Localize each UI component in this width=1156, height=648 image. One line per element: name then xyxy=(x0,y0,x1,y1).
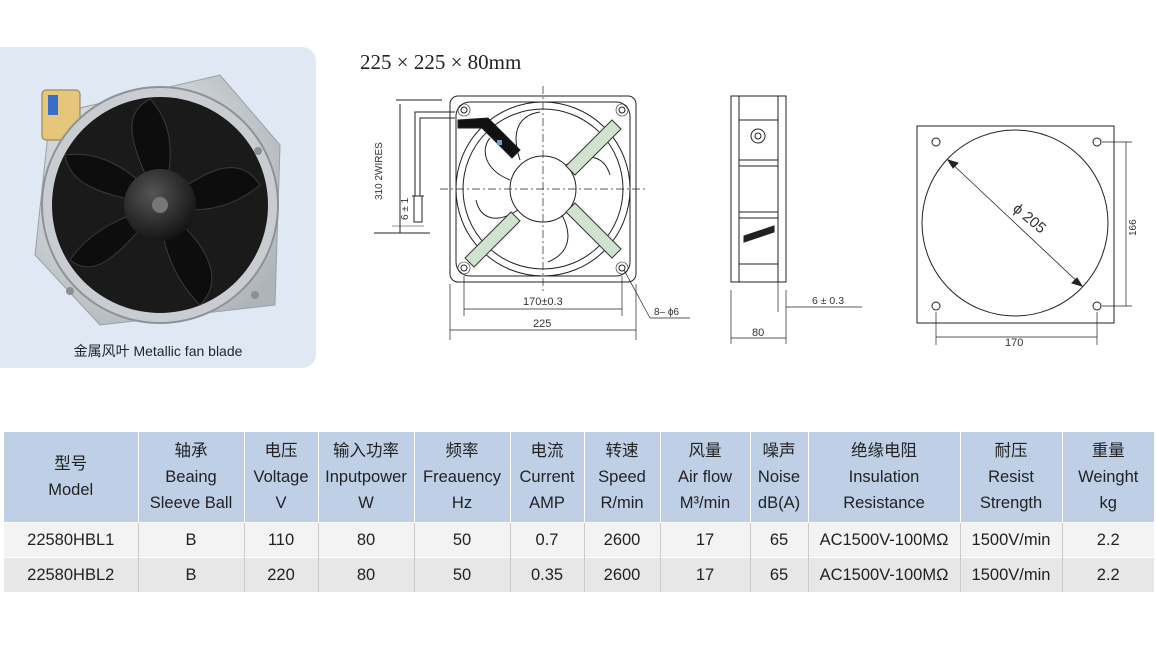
column-header-cn: 耐压 xyxy=(994,442,1028,460)
cutout-diameter-label: ϕ 205 xyxy=(1009,200,1049,237)
table-cell: 22580HBL2 xyxy=(4,557,139,592)
column-header-en: Model xyxy=(48,481,94,499)
table-cell: 65 xyxy=(750,522,809,558)
flange-thickness-label: 6 ± 0.3 xyxy=(812,295,844,307)
table-cell: 65 xyxy=(750,557,809,592)
column-header-en: Resist xyxy=(988,468,1034,486)
technical-drawing: 310 2WIRES 6 ± 1 170±0.3 225 8– ϕ6 6 ± 0… xyxy=(374,86,1139,349)
column-header-cn: 绝缘电阻 xyxy=(851,442,917,460)
side-view xyxy=(730,95,862,344)
table-cell: 2600 xyxy=(584,522,661,558)
column-header-en: M³/min xyxy=(679,494,731,512)
table-cell: 80 xyxy=(318,557,415,592)
column-header-en: R/min xyxy=(600,494,644,512)
cutout-height-label: 166 xyxy=(1128,219,1139,236)
column-header-en: Weinght xyxy=(1078,468,1139,486)
column-header-en: Air flow xyxy=(677,468,733,486)
wire-length-label: 310 2WIRES xyxy=(374,142,385,200)
wire-tolerance-label: 6 ± 1 xyxy=(400,197,411,220)
column-header-en: dB(A) xyxy=(757,494,801,512)
table-cell: 80 xyxy=(318,522,415,558)
column-header-en: Inputpower xyxy=(325,468,407,486)
table-cell: B xyxy=(138,557,245,592)
table-cell: 50 xyxy=(414,522,511,558)
column-header-en: Freauency xyxy=(423,468,501,486)
mounting-holes-label: 8– ϕ6 xyxy=(654,307,680,318)
cutout-width-label: 170 xyxy=(1005,337,1023,349)
table-cell: 0.7 xyxy=(510,522,585,558)
column-header-en: AMP xyxy=(529,494,565,512)
table-cell: 0.35 xyxy=(510,557,585,592)
table-cell: 17 xyxy=(660,557,751,592)
column-header-en: kg xyxy=(1099,494,1117,512)
column-header-en: Strength xyxy=(979,494,1043,512)
column-header-en: W xyxy=(358,494,374,512)
table-cell: 50 xyxy=(414,557,511,592)
column-header-en: Sleeve Ball xyxy=(149,494,233,512)
table-cell: AC1500V-100MΩ xyxy=(808,522,961,558)
column-header-en: Voltage xyxy=(253,468,309,486)
column-header-en: Hz xyxy=(451,494,473,512)
column-header-en: Insulation xyxy=(848,468,920,486)
column-header-cn: 风量 xyxy=(688,442,722,460)
metal-fan-photo xyxy=(34,74,281,326)
front-view xyxy=(374,86,690,340)
table-cell: 2.2 xyxy=(1062,557,1154,592)
column-header: 重量 Weinght kg xyxy=(1062,432,1154,523)
column-header-cn: 电流 xyxy=(530,442,564,460)
column-header-en: Beaing xyxy=(165,468,217,486)
table-cell: 22580HBL1 xyxy=(4,522,139,558)
table-cell: 2600 xyxy=(584,557,661,592)
column-header-cn: 输入功率 xyxy=(333,442,399,460)
depth-label: 80 xyxy=(752,327,764,339)
column-header-cn: 转速 xyxy=(605,442,639,460)
column-header-en: Resistance xyxy=(843,494,925,512)
column-header-cn: 频率 xyxy=(445,442,479,460)
column-header: 型号 Model xyxy=(4,432,139,523)
table-cell: 110 xyxy=(244,522,319,558)
column-header-en: Noise xyxy=(757,468,801,486)
column-header-en: V xyxy=(275,494,287,512)
table-cell: 17 xyxy=(660,522,751,558)
column-header-cn: 噪声 xyxy=(762,442,796,460)
hole-spacing-label: 170±0.3 xyxy=(523,296,563,308)
column-header-cn: 轴承 xyxy=(174,442,208,460)
table-cell: 2.2 xyxy=(1062,522,1154,558)
product-photo-card: 金属风叶 Metallic fan blade xyxy=(0,47,316,368)
table-cell: 1500V/min xyxy=(960,522,1063,558)
panel-cutout-view xyxy=(916,125,1132,345)
table-cell: 1500V/min xyxy=(960,557,1063,592)
column-header: 噪声 Noise dB(A) xyxy=(750,432,809,523)
column-header-en: Current xyxy=(519,468,575,486)
table-cell: AC1500V-100MΩ xyxy=(808,557,961,592)
overall-width-label: 225 xyxy=(533,318,551,330)
table-cell: 220 xyxy=(244,557,319,592)
column-header-cn: 重量 xyxy=(1091,442,1125,460)
table-cell: B xyxy=(138,522,245,558)
column-header-en: Speed xyxy=(598,468,646,486)
photo-caption: 金属风叶 Metallic fan blade xyxy=(73,343,243,359)
column-header-cn: 电压 xyxy=(264,442,298,460)
column-header-cn: 型号 xyxy=(54,455,88,473)
dimension-title: 225 × 225 × 80mm xyxy=(360,50,522,74)
